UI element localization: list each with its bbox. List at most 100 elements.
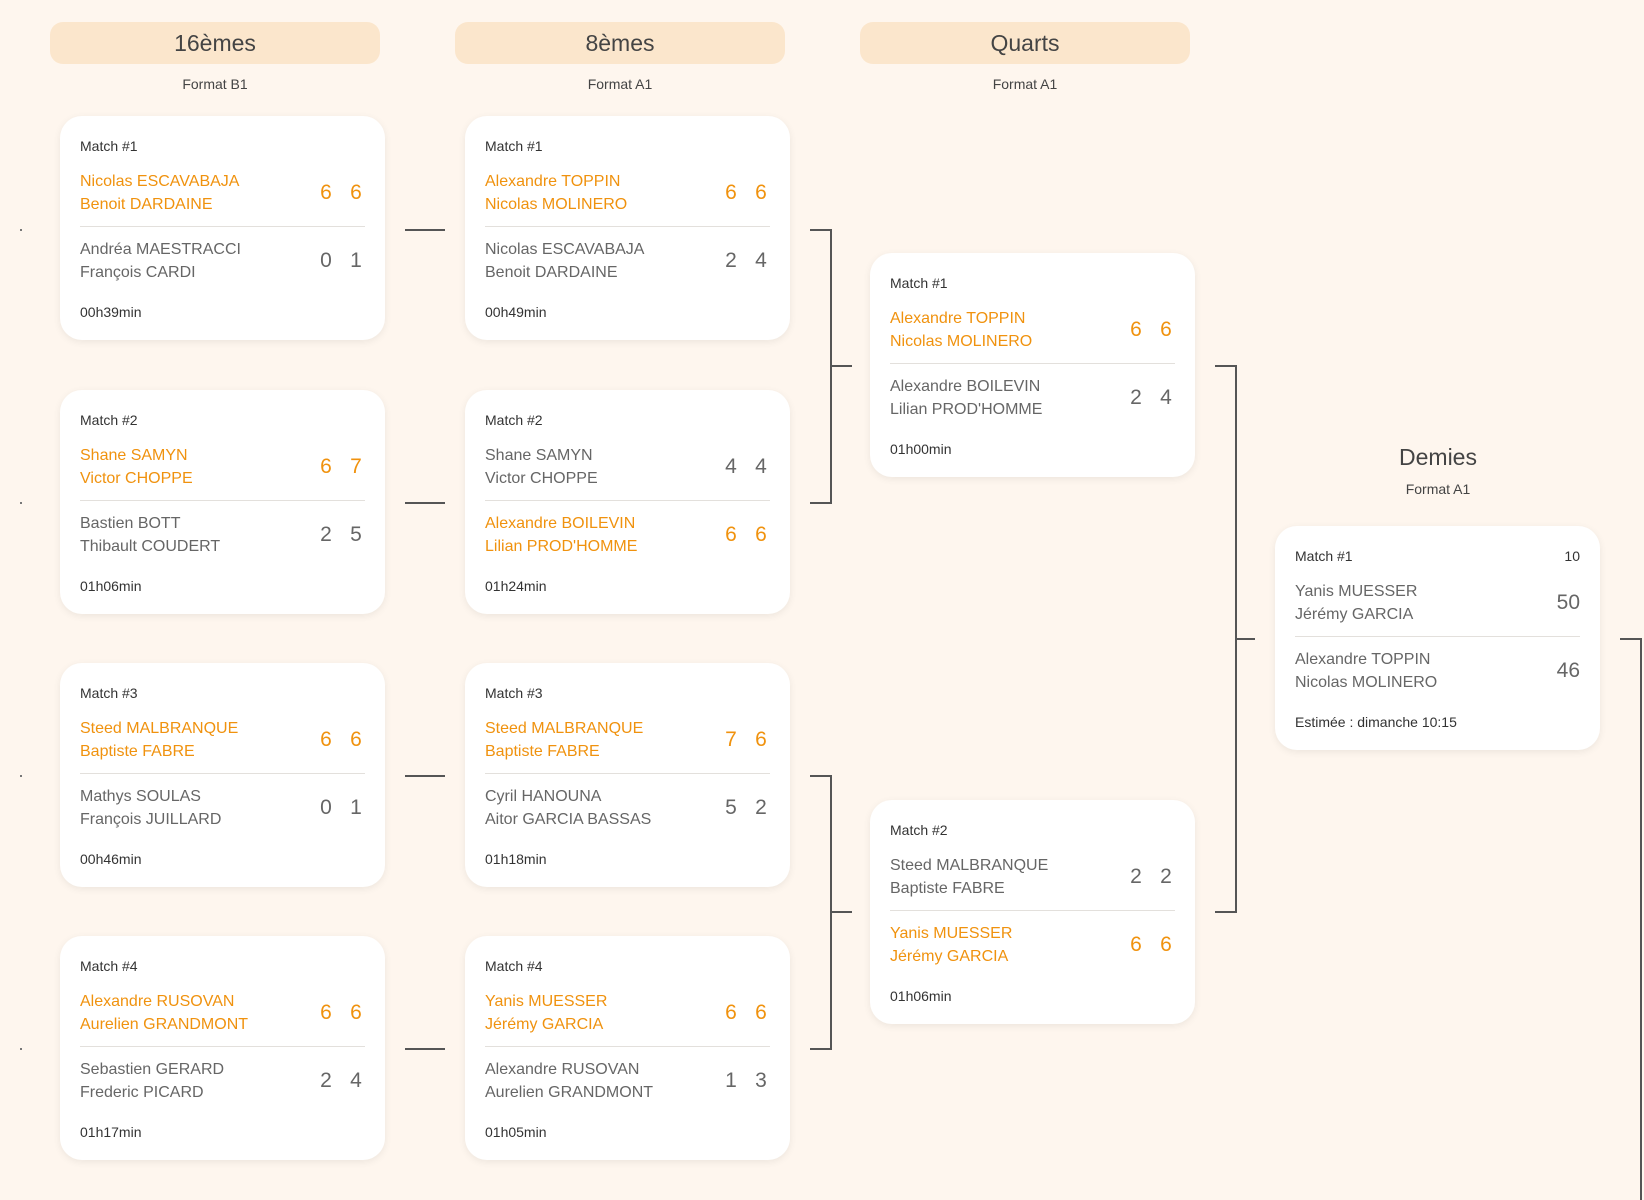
team-divider — [80, 773, 365, 774]
set-score: 6 — [320, 181, 332, 204]
set-score: 5 — [350, 523, 362, 546]
round-header-16emes[interactable]: 16èmes — [50, 22, 380, 64]
round-header-quarts[interactable]: Quarts — [860, 22, 1190, 64]
team-divider — [80, 226, 365, 227]
set-score: 0 — [320, 249, 332, 272]
team-divider — [80, 1046, 365, 1047]
set-score: 5 — [725, 796, 737, 819]
connector-stub — [20, 229, 22, 231]
player-name: Alexandre TOPPIN — [1295, 651, 1431, 668]
set-score: 2 — [320, 1069, 332, 1092]
connector-line — [405, 502, 445, 504]
match-duration: 00h49min — [485, 304, 547, 320]
player-name: Alexandre RUSOVAN — [485, 1061, 640, 1078]
set-score: 1 — [350, 796, 362, 819]
connector-stub — [20, 775, 22, 777]
match-label: Match #1 — [485, 138, 543, 154]
set-score: 7 — [350, 455, 362, 478]
player-name: Thibault COUDERT — [80, 538, 221, 555]
player-name: Alexandre BOILEVIN — [890, 378, 1041, 395]
match-label: Match #4 — [80, 958, 138, 974]
player-name: Victor CHOPPE — [485, 470, 598, 487]
set-score: 6 — [320, 455, 332, 478]
player-name: François CARDI — [80, 264, 196, 281]
connector-line — [1620, 638, 1642, 640]
player-name: Jérémy GARCIA — [890, 948, 1009, 965]
player-name: Steed MALBRANQUE — [485, 720, 644, 737]
team-divider — [890, 363, 1175, 364]
player-name: Jérémy GARCIA — [485, 1016, 604, 1033]
round-header-8emes[interactable]: 8èmes — [455, 22, 785, 64]
set-score: 6 — [755, 523, 767, 546]
match-duration: 01h24min — [485, 578, 547, 594]
set-score: 6 — [755, 1001, 767, 1024]
set-score: 4 — [350, 1069, 362, 1092]
connector-line — [810, 1048, 832, 1050]
player-name: Nicolas ESCAVABAJA — [485, 241, 645, 258]
match-duration: 01h17min — [80, 1124, 142, 1140]
player-name: Steed MALBRANQUE — [80, 720, 239, 737]
set-score: 6 — [350, 728, 362, 751]
team-divider — [1295, 636, 1580, 637]
set-score: 6 — [350, 1001, 362, 1024]
set-score: 6 — [725, 523, 737, 546]
set-score: 2 — [1130, 386, 1142, 409]
team-divider — [80, 500, 365, 501]
player-name: Sebastien GERARD — [80, 1061, 225, 1078]
player-name: Nicolas ESCAVABAJA — [80, 173, 240, 190]
player-name: Aitor GARCIA BASSAS — [485, 811, 652, 828]
round-format-8emes: Format A1 — [587, 76, 653, 92]
set-score: 6 — [320, 728, 332, 751]
match-estimated-time: Estimée : dimanche 10:15 — [1295, 714, 1457, 730]
player-name: Yanis MUESSER — [1295, 583, 1418, 600]
match-label: Match #2 — [80, 412, 138, 428]
round-header-demies: Demies — [1399, 444, 1477, 470]
player-name: Baptiste FABRE — [80, 743, 195, 760]
set-score: 7 — [725, 728, 737, 751]
match-label: Match #1 — [890, 275, 948, 291]
connector-line — [830, 365, 852, 367]
set-score: 3 — [755, 1069, 767, 1092]
player-name: Alexandre TOPPIN — [890, 310, 1026, 327]
player-name: Benoit DARDAINE — [80, 196, 213, 213]
player-name: Alexandre TOPPIN — [485, 173, 621, 190]
connector-line — [405, 775, 445, 777]
team-divider — [485, 1046, 770, 1047]
player-name: François JUILLARD — [80, 811, 222, 828]
match-duration: 01h06min — [890, 988, 952, 1004]
connector-line — [1215, 365, 1237, 367]
match-label: Match #3 — [485, 685, 543, 701]
connector-line — [810, 229, 832, 231]
match-label: Match #1 — [1295, 548, 1353, 564]
player-name: Alexandre RUSOVAN — [80, 993, 235, 1010]
match-label: Match #2 — [485, 412, 543, 428]
player-name: Jérémy GARCIA — [1295, 606, 1414, 623]
set-score: 6 — [1160, 933, 1172, 956]
set-score: 1 — [725, 1069, 737, 1092]
set-score: 6 — [1130, 933, 1142, 956]
set-score: 2 — [1160, 865, 1172, 888]
set-score: 6 — [725, 1001, 737, 1024]
player-name: Steed MALBRANQUE — [890, 857, 1049, 874]
